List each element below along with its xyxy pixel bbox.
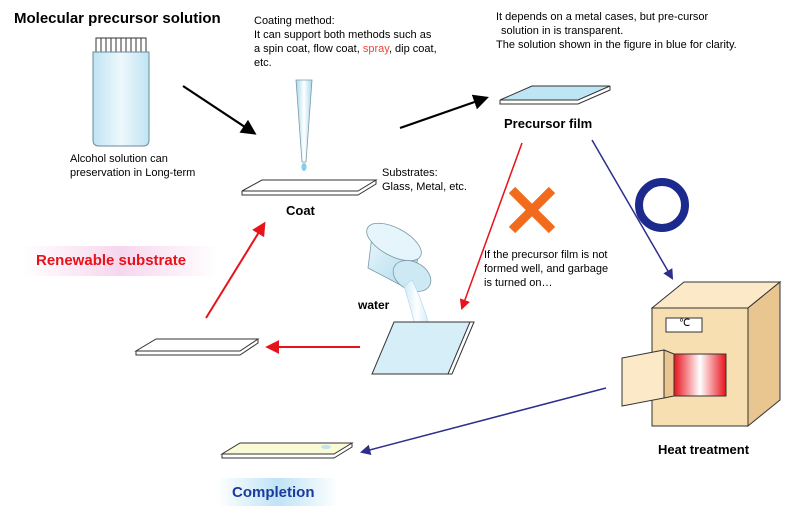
coat-label: Coat — [286, 203, 315, 218]
water-cup-icon — [366, 222, 432, 331]
renewable-plate — [134, 338, 260, 356]
precursor-film-plate — [499, 85, 611, 105]
arrow-film-to-heat — [591, 139, 674, 280]
coating-line-2: a spin coat, flow coat, spray, dip coat, — [254, 42, 437, 56]
completion-plate — [220, 442, 354, 459]
arrow-renewable-to-coat — [205, 221, 266, 319]
coating-line-2-post: , dip coat, — [388, 43, 437, 55]
transparency-line-1: It depends on a metal cases, but pre-cur… — [496, 11, 709, 23]
failure-line-2: formed well, and garbage — [484, 263, 609, 275]
renewable-label: Renewable substrate — [36, 252, 187, 269]
washed-plate — [371, 321, 475, 375]
coating-line-2-pre: a spin coat, flow coat, — [254, 43, 363, 55]
coating-line-3: etc. — [254, 57, 272, 69]
substrates-note: Substrates: Glass, Metal, etc. — [382, 166, 467, 194]
failure-line-1: If the precursor film is not — [484, 249, 608, 261]
completion-label: Completion — [232, 484, 315, 501]
heat-treatment-label: Heat treatment — [658, 442, 750, 457]
transparency-line-2: solution in is transparent. — [501, 25, 624, 37]
failure-note: If the precursor film is not formed well… — [484, 248, 608, 290]
oven-display: ℃ — [679, 318, 691, 329]
failure-line-3: is turned on… — [484, 277, 553, 289]
diagram-title: Molecular precursor solution — [14, 10, 221, 27]
completion-label-bg — [218, 478, 338, 506]
oven-icon — [621, 280, 782, 428]
alcohol-note-line-1: Alcohol solution can — [70, 153, 168, 165]
arrow-film-to-wash — [459, 142, 523, 310]
water-label: water — [358, 298, 390, 312]
substrates-line-1: Substrates: — [382, 167, 438, 179]
coating-line-1: It can support both methods such as — [254, 29, 432, 41]
substrates-line-2: Glass, Metal, etc. — [382, 181, 467, 193]
coat-substrate — [241, 179, 378, 196]
transparency-note: It depends on a metal cases, but pre-cur… — [496, 10, 737, 52]
coating-note: Coating method: It can support both meth… — [254, 14, 437, 70]
cross-icon — [508, 186, 556, 234]
pipette-icon — [295, 79, 313, 171]
transparency-line-3: The solution shown in the figure in blue… — [496, 39, 737, 51]
alcohol-note-line-2: preservation in Long-term — [70, 167, 196, 179]
arrow-coat-to-film — [399, 94, 489, 130]
precursor-film-label: Precursor film — [504, 116, 593, 131]
coating-heading: Coating method: — [254, 15, 335, 27]
bottle-icon — [92, 37, 150, 147]
alcohol-note: Alcohol solution can preservation in Lon… — [70, 152, 195, 180]
circle-icon — [635, 178, 689, 232]
coating-spray: spray — [362, 43, 389, 55]
renewable-label-bg — [22, 246, 218, 276]
arrow-solution-to-coat — [182, 85, 257, 135]
arrow-heat-to-completion — [359, 387, 607, 455]
